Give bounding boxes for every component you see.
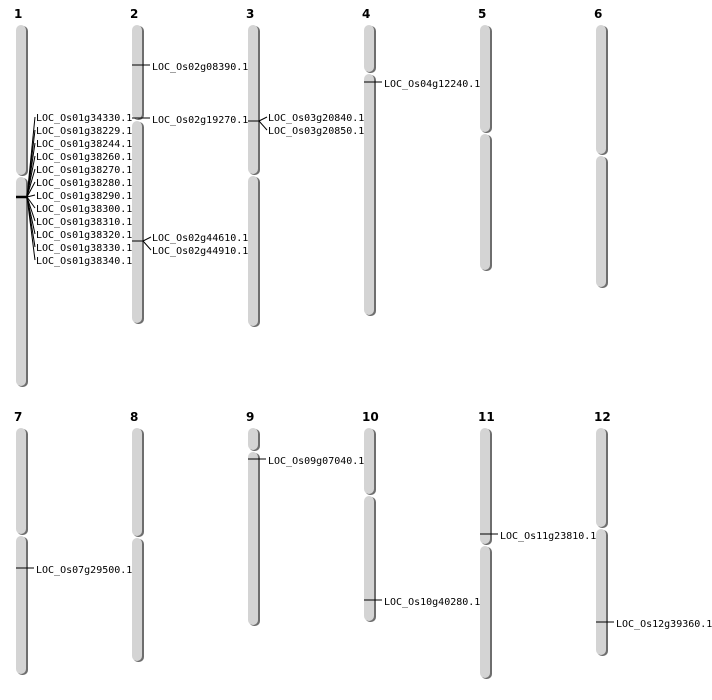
chromosome-short-arm <box>480 428 490 544</box>
gene-label[interactable]: LOC_Os09g07040.1 <box>268 456 364 467</box>
chromosome-number: 6 <box>594 7 602 21</box>
chromosome-1[interactable]: 1LOC_Os01g34330.1LOC_Os01g38229.1LOC_Os0… <box>14 7 132 387</box>
gene-label[interactable]: LOC_Os02g44910.1 <box>152 246 248 257</box>
connector-line <box>142 240 152 251</box>
gene-label[interactable]: LOC_Os07g29500.1 <box>36 565 132 576</box>
chromosome-long-arm <box>132 538 142 661</box>
connector-line <box>258 116 268 122</box>
chromosome-number: 2 <box>130 7 138 21</box>
chromosome-long-arm <box>132 121 142 323</box>
chromosome-long-arm <box>248 176 258 326</box>
connector-line <box>258 120 268 131</box>
gene-label[interactable]: LOC_Os02g08390.1 <box>152 62 248 73</box>
chromosome-8[interactable]: 8 <box>130 410 144 662</box>
gene-label[interactable]: LOC_Os01g38244.1 <box>36 139 132 150</box>
chromosome-short-arm <box>248 25 258 174</box>
chromosome-5[interactable]: 5 <box>478 7 492 271</box>
gene-label[interactable]: LOC_Os02g19270.1 <box>152 115 248 126</box>
chromosome-number: 1 <box>14 7 22 21</box>
chromosome-short-arm <box>364 25 374 72</box>
chromosome-short-arm <box>16 428 26 534</box>
gene-label[interactable]: LOC_Os01g38270.1 <box>36 165 132 176</box>
gene-label[interactable]: LOC_Os10g40280.1 <box>384 597 480 608</box>
gene-label[interactable]: LOC_Os01g38320.1 <box>36 230 132 241</box>
gene-label[interactable]: LOC_Os02g44610.1 <box>152 233 248 244</box>
chromosome-number: 9 <box>246 410 254 424</box>
connector-line <box>142 236 152 242</box>
gene-label[interactable]: LOC_Os01g38330.1 <box>36 243 132 254</box>
chromosome-number: 3 <box>246 7 254 21</box>
chromosome-short-arm <box>480 25 490 132</box>
gene-label[interactable]: LOC_Os01g38340.1 <box>36 256 132 267</box>
chromosome-number: 5 <box>478 7 486 21</box>
chromosome-long-arm <box>364 74 374 315</box>
gene-label[interactable]: LOC_Os03g20840.1 <box>268 113 364 124</box>
gene-label[interactable]: LOC_Os01g38280.1 <box>36 178 132 189</box>
gene-label[interactable]: LOC_Os01g38260.1 <box>36 152 132 163</box>
connector-line <box>26 196 36 261</box>
chromosome-long-arm <box>16 536 26 674</box>
gene-label[interactable]: LOC_Os01g38229.1 <box>36 126 132 137</box>
gene-label[interactable]: LOC_Os01g38310.1 <box>36 217 132 228</box>
connector-line <box>26 181 36 198</box>
chromosome-short-arm <box>596 428 606 527</box>
chromosome-number: 12 <box>594 410 611 424</box>
chromosome-number: 8 <box>130 410 138 424</box>
chromosome-short-arm <box>132 428 142 536</box>
chromosome-6[interactable]: 6 <box>594 7 608 288</box>
connector-line <box>26 155 36 198</box>
chromosome-long-arm <box>16 177 26 386</box>
chromosome-short-arm <box>132 25 142 119</box>
gene-label[interactable]: LOC_Os01g38290.1 <box>36 191 132 202</box>
chromosome-number: 10 <box>362 410 379 424</box>
chromosome-long-arm <box>480 134 490 270</box>
chromosome-number: 11 <box>478 410 495 424</box>
chromosome-short-arm <box>596 25 606 154</box>
chromosome-2[interactable]: 2LOC_Os02g08390.1LOC_Os02g19270.1LOC_Os0… <box>130 7 248 324</box>
connector-line <box>26 168 36 198</box>
chromosome-number: 4 <box>362 7 370 21</box>
chromosome-short-arm <box>364 428 374 494</box>
chromosome-short-arm <box>16 25 26 175</box>
chromosome-long-arm <box>248 452 258 625</box>
gene-label[interactable]: LOC_Os12g39360.1 <box>616 619 712 630</box>
gene-label[interactable]: LOC_Os11g23810.1 <box>500 531 596 542</box>
chromosome-long-arm <box>596 529 606 655</box>
connector-line <box>26 196 36 209</box>
connector-line <box>26 194 36 198</box>
chromosome-number: 7 <box>14 410 22 424</box>
gene-label[interactable]: LOC_Os04g12240.1 <box>384 79 480 90</box>
chromosome-long-arm <box>596 156 606 287</box>
gene-label[interactable]: LOC_Os01g34330.1 <box>36 113 132 124</box>
gene-label[interactable]: LOC_Os01g38300.1 <box>36 204 132 215</box>
chromosome-short-arm <box>248 428 258 450</box>
chromosome-long-arm <box>480 546 490 678</box>
chromosome-long-arm <box>364 496 374 621</box>
gene-label[interactable]: LOC_Os03g20850.1 <box>268 126 364 137</box>
